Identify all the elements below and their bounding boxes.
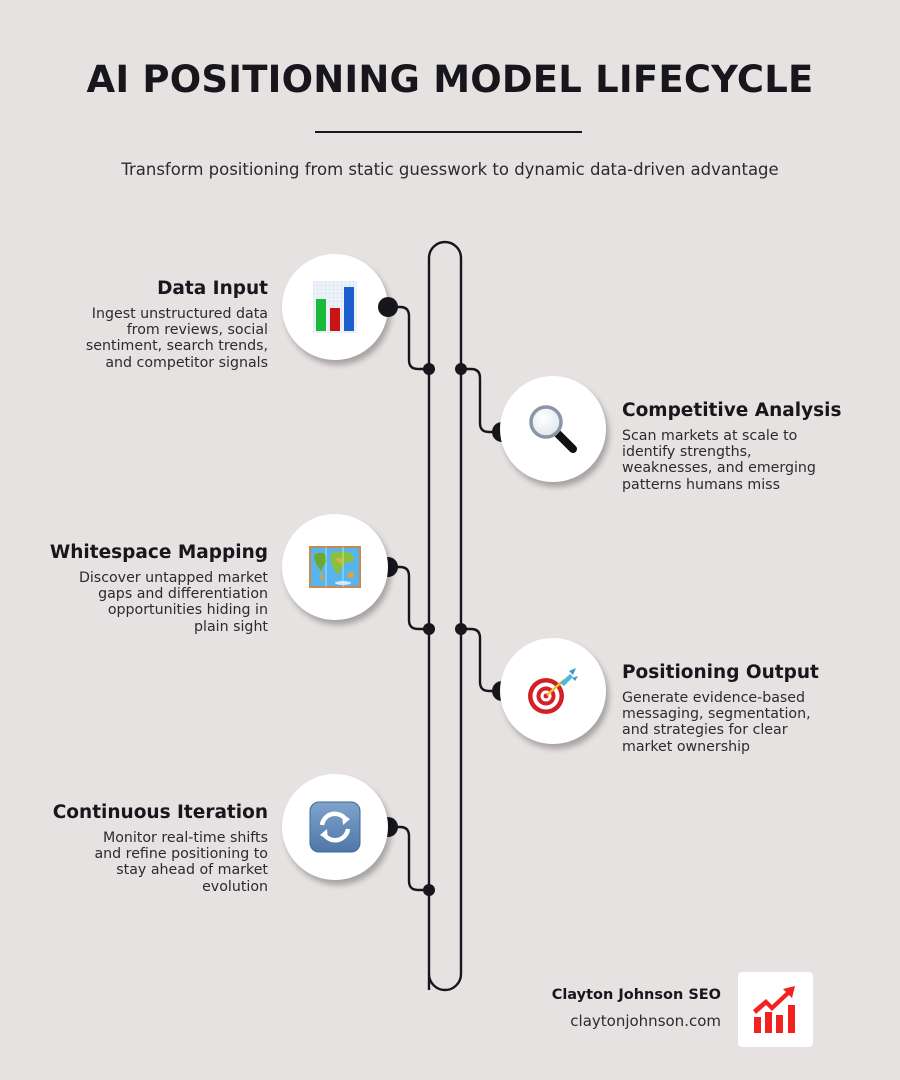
step-icon-circle-continuous-iteration: [282, 774, 388, 880]
brand-logo: [738, 972, 813, 1047]
junction-dot: [423, 363, 435, 375]
step-title: Whitespace Mapping: [49, 542, 268, 563]
step-whitespace-mapping: Whitespace Mapping Discover untapped mar…: [50, 542, 268, 635]
brand-url-link[interactable]: claytonjohnson.com: [570, 1012, 721, 1030]
step-icon-circle-competitive-analysis: [500, 376, 606, 482]
junction-dot: [455, 363, 467, 375]
step-positioning-output: Positioning Output Generate evidence-bas…: [622, 662, 819, 755]
step-description: Monitor real-time shifts and refine posi…: [94, 830, 268, 895]
bar-chart-icon: [313, 281, 357, 333]
step-title: Competitive Analysis: [622, 400, 842, 421]
junction-dot: [455, 623, 467, 635]
step-description: Generate evidence-based messaging, segme…: [622, 690, 811, 755]
step-description: Ingest unstructured data from reviews, s…: [85, 306, 268, 371]
step-icon-circle-data-input: [282, 254, 388, 360]
growth-chart-icon: [752, 985, 795, 1033]
step-description: Scan markets at scale to identify streng…: [622, 428, 816, 493]
step-competitive-analysis: Competitive Analysis Scan markets at sca…: [622, 400, 842, 493]
step-title: Data Input: [157, 278, 268, 299]
step-icon-circle-positioning-output: [500, 638, 606, 744]
refresh-arrows-icon: [309, 801, 361, 853]
page-title: AI POSITIONING MODEL LIFECYCLE: [86, 58, 814, 101]
step-title: Positioning Output: [622, 662, 819, 683]
step-icon-circle-whitespace-mapping: [282, 514, 388, 620]
brand-name: Clayton Johnson SEO: [551, 987, 721, 1003]
world-map-icon: [309, 546, 361, 588]
junction-dot: [423, 884, 435, 896]
step-data-input: Data Input Ingest unstructured data from…: [86, 278, 268, 371]
page-subtitle: Transform positioning from static guessw…: [121, 160, 779, 179]
step-description: Discover untapped market gaps and differ…: [78, 570, 268, 635]
step-title: Continuous Iteration: [52, 802, 268, 823]
target-dart-icon: [528, 668, 578, 714]
junction-dot: [423, 623, 435, 635]
step-continuous-iteration: Continuous Iteration Monitor real-time s…: [53, 802, 268, 895]
magnifying-glass-icon: [529, 405, 577, 453]
title-divider: [315, 131, 582, 133]
